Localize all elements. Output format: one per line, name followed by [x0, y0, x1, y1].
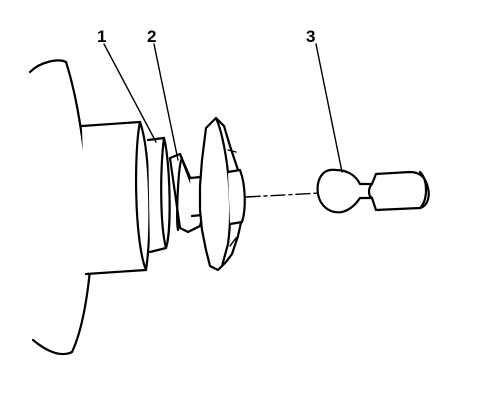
leader-line-1 — [103, 43, 157, 143]
shaft-collar — [146, 136, 171, 254]
center-axis-line — [245, 192, 321, 198]
leader-line-2 — [153, 43, 179, 161]
leader-line-3 — [315, 43, 343, 173]
leader-lines — [103, 43, 343, 173]
housing-body — [28, 59, 92, 356]
callout-label-3: 3 — [306, 27, 315, 46]
callout-label-1: 1 — [97, 27, 106, 46]
callout-label-2: 2 — [147, 27, 156, 46]
driver-tool — [316, 168, 430, 214]
toothed-wheel — [198, 116, 246, 272]
housing-boss — [80, 120, 151, 276]
